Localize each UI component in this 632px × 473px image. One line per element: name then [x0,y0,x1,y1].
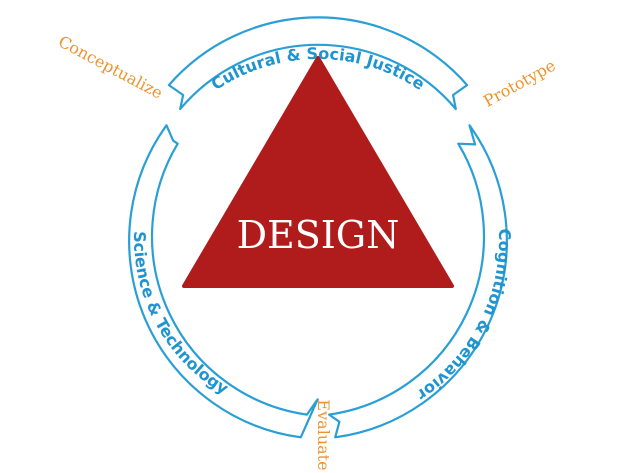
stage-prototype: Prototype [480,56,559,111]
design-triangle [182,56,454,288]
stage-conceptualize: Conceptualize [55,32,166,103]
band-top-outline [167,16,469,111]
band-right-outline [328,124,508,439]
stage-evaluate: Evaluate [314,399,333,470]
band-left-outline [128,124,319,439]
design-label: DESIGN [237,213,400,257]
